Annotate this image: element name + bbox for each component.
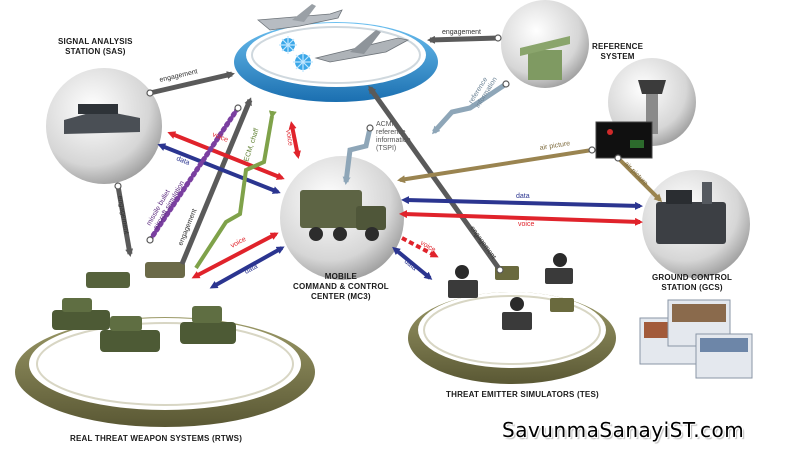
voice-label-rtws: voice: [230, 236, 248, 250]
air-picture-arrows: [397, 148, 663, 203]
voice-label-gcs: voice: [518, 221, 534, 228]
mc3-label-line-1: MOBILE: [324, 272, 358, 281]
air-picture-label-gcs: air picture: [623, 161, 649, 188]
reference-information-arrows: [342, 81, 508, 185]
mc3-label-line-2: COMMAND & CONTROL: [293, 282, 389, 291]
acmi-line-2: reference: [376, 129, 406, 136]
gcs-label-line-2: STATION (GCS): [661, 283, 723, 292]
ecm-chaff-arrow: [194, 110, 277, 270]
data-label-sas: data: [175, 155, 190, 167]
gcs-label: GROUND CONTROL STATION (GCS): [652, 273, 732, 293]
missile-bullet-arrow: [147, 105, 241, 243]
engagement-label-reference: engagement: [442, 29, 481, 36]
ecm-chaff-label: ECM, chaff: [243, 128, 260, 163]
tank-icon: [52, 262, 236, 352]
voice-label-tes: voice: [419, 240, 437, 254]
acmi-line-3: information: [376, 137, 411, 144]
voice-label-aircraft: voice: [284, 129, 294, 146]
fighter-jet-icon: [256, 4, 410, 63]
engagement-label-rtws: engagement: [116, 195, 130, 235]
monitor-screens-icon: [639, 299, 753, 379]
data-label-rtws: data: [244, 263, 259, 276]
rtws-label: REAL THREAT WEAPON SYSTEMS (RTWS): [70, 434, 243, 443]
reference-system-label: REFERENCE SYSTEM: [592, 42, 643, 62]
data-label-tes: data: [403, 258, 418, 272]
reference-system-node: [501, 0, 589, 88]
sas-label: SIGNAL ANALYSIS STATION (SAS): [58, 37, 133, 57]
gcs-label-line-1: GROUND CONTROL: [652, 273, 733, 282]
gcs-node: [642, 170, 750, 278]
sas-node: [46, 68, 162, 184]
mc3-label-line-3: CENTER (MC3): [311, 292, 371, 301]
data-label-gcs: data: [516, 193, 530, 200]
missile-bullet-label: missile bullet aircraft simulation: [146, 176, 186, 231]
acmi-line-4: (TSPI): [376, 145, 396, 152]
radar-screen-icon: [595, 121, 653, 159]
link-endpoints: [114, 34, 622, 274]
acmi-label: ACMI reference information (TSPI): [376, 121, 413, 152]
sas-label-line-2: STATION (SAS): [65, 47, 126, 56]
engagement-label-tes: engagement: [468, 225, 497, 261]
mc3-node: [280, 156, 404, 280]
air-picture-label-mc3: air picture: [539, 140, 571, 152]
acmi-line-1: ACMI: [376, 121, 394, 128]
watermark: SavunmaSanayiST.com: [502, 418, 745, 442]
aircraft-platform: [234, 22, 438, 102]
sas-label-line-1: SIGNAL ANALYSIS: [58, 37, 133, 46]
rtws-platform: [15, 317, 315, 427]
emitter-trailer-icon: [448, 253, 574, 330]
data-arrows: [157, 143, 643, 289]
mc3-label: MOBILE COMMAND & CONTROL CENTER (MC3): [293, 272, 389, 302]
tes-label: THREAT EMITTER SIMULATORS (TES): [446, 390, 599, 399]
missile-burst-icon: [279, 36, 313, 72]
reference-system-label-line-1: REFERENCE: [592, 42, 644, 51]
reference-system-label-line-2: SYSTEM: [600, 52, 635, 61]
